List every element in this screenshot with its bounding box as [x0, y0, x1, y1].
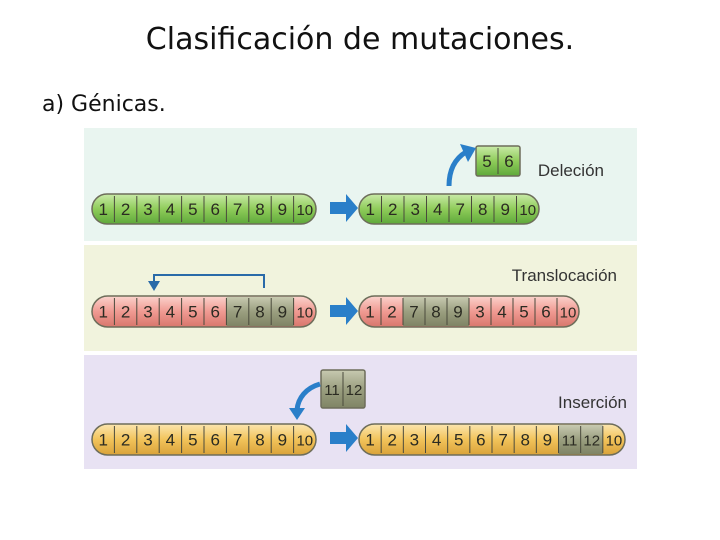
translocation-original-cell-label: 7 — [233, 303, 242, 322]
insertion-original-cell-label: 2 — [121, 431, 130, 450]
translocation-original-cell-label: 10 — [296, 305, 313, 322]
translocation-original-cell-label: 3 — [143, 303, 152, 322]
deletion-original-cell-label: 10 — [296, 202, 313, 219]
deletion-original-cell-label: 9 — [278, 200, 287, 219]
translocation-result-cell-label: 3 — [475, 303, 484, 322]
translocation-original-cell-label: 4 — [166, 303, 175, 322]
translocation-original-cell-label: 8 — [255, 303, 264, 322]
insertion-result-cell-label: 8 — [521, 431, 530, 450]
translocation-result-cell-label: 1 — [365, 303, 374, 322]
insertion-result-cell-label: 12 — [583, 433, 600, 450]
insertion-arrow-icon — [330, 424, 358, 452]
insertion-result-cell-label: 1 — [365, 431, 374, 450]
translocation-arrow-icon — [330, 297, 358, 325]
insertion-curved-arrow-icon — [289, 381, 321, 420]
insertion-result-highlight — [580, 425, 603, 454]
translocation-original-cell-label: 6 — [210, 303, 219, 322]
translocation-bracket-icon — [148, 274, 265, 291]
translocation-original-cell-label: 9 — [278, 303, 287, 322]
deletion-result-cell-label: 10 — [519, 202, 536, 219]
deletion-result-cell-label: 8 — [478, 200, 487, 219]
translocation-original-highlight — [248, 297, 272, 326]
insertion-original-cell-label: 7 — [233, 431, 242, 450]
translocation-result-cell-label: 5 — [519, 303, 528, 322]
translocation-result-cell-label: 8 — [431, 303, 440, 322]
insertion-result-cell-label: 3 — [410, 431, 419, 450]
deletion-original-cell-label: 4 — [166, 200, 175, 219]
translocation-result-cell-label: 2 — [387, 303, 396, 322]
translocation-result-cell-label: 7 — [409, 303, 418, 322]
insertion-result-highlight — [558, 425, 581, 454]
insertion-result-cell-label: 4 — [432, 431, 441, 450]
slide-title: Clasificación de mutaciones. — [145, 22, 575, 57]
deletion-segment-cell-label: 6 — [504, 152, 513, 171]
deletion-result-cell-label: 9 — [501, 200, 510, 219]
insertion-label: Inserción — [558, 393, 627, 412]
insertion-result-cell-label: 5 — [454, 431, 463, 450]
deletion-original-cell-label: 3 — [143, 200, 152, 219]
insertion-original-cell-label: 10 — [296, 433, 313, 450]
insertion-original-cell-label: 1 — [98, 431, 107, 450]
translocation-original-cell-label: 1 — [98, 303, 107, 322]
deletion-curved-arrow-icon — [446, 144, 476, 187]
translocation-original-highlight — [226, 297, 249, 326]
deletion-result-cell-label: 1 — [366, 200, 375, 219]
deletion-original-cell-label: 7 — [233, 200, 242, 219]
insertion-result-cell-label: 11 — [562, 433, 578, 450]
insertion-original-cell-label: 8 — [255, 431, 264, 450]
insertion-result-cell-label: 7 — [498, 431, 507, 450]
deletion-original-cell-label: 8 — [255, 200, 264, 219]
deletion-result-cell-label: 3 — [411, 200, 420, 219]
deletion-segment-cell-label: 5 — [482, 152, 491, 171]
deletion-result-cell-label: 7 — [456, 200, 465, 219]
translocation-label: Translocación — [512, 266, 617, 285]
translocation-result-highlight — [447, 297, 469, 326]
translocation-result-highlight — [425, 297, 447, 326]
insertion-segment-cell-label: 11 — [324, 382, 340, 399]
translocation-result-highlight — [403, 297, 425, 326]
deletion-label: Deleción — [538, 161, 604, 180]
translocation-original-cell-label: 5 — [188, 303, 197, 322]
deletion-result-cell-label: 2 — [388, 200, 397, 219]
translocation-original-highlight — [271, 297, 294, 326]
deletion-result-cell-label: 4 — [433, 200, 442, 219]
deletion-original-cell-label: 5 — [188, 200, 197, 219]
insertion-segment-cell-label: 12 — [346, 382, 363, 399]
deletion-original-cell-label: 6 — [210, 200, 219, 219]
deletion-arrow-icon — [330, 194, 358, 222]
deletion-original-cell-label: 1 — [98, 200, 107, 219]
translocation-result-cell-label: 6 — [541, 303, 550, 322]
deletion-original-cell-label: 2 — [121, 200, 130, 219]
insertion-result-cell-label: 2 — [388, 431, 397, 450]
insertion-added-segment: 11 12 — [320, 369, 366, 409]
slide-subtitle: a) Génicas. — [42, 92, 166, 117]
insertion-original-cell-label: 6 — [210, 431, 219, 450]
translocation-result-cell-label: 10 — [560, 305, 577, 322]
translocation-result-cell-label: 9 — [453, 303, 462, 322]
insertion-result-cell-label: 6 — [476, 431, 485, 450]
insertion-result-cell-label: 10 — [606, 433, 623, 450]
insertion-original-cell-label: 5 — [188, 431, 197, 450]
translocation-original-cell-label: 2 — [121, 303, 130, 322]
insertion-original-cell-label: 3 — [143, 431, 152, 450]
insertion-original-cell-label: 9 — [278, 431, 287, 450]
insertion-original-cell-label: 4 — [166, 431, 175, 450]
translocation-result-cell-label: 4 — [497, 303, 506, 322]
insertion-result-cell-label: 9 — [543, 431, 552, 450]
